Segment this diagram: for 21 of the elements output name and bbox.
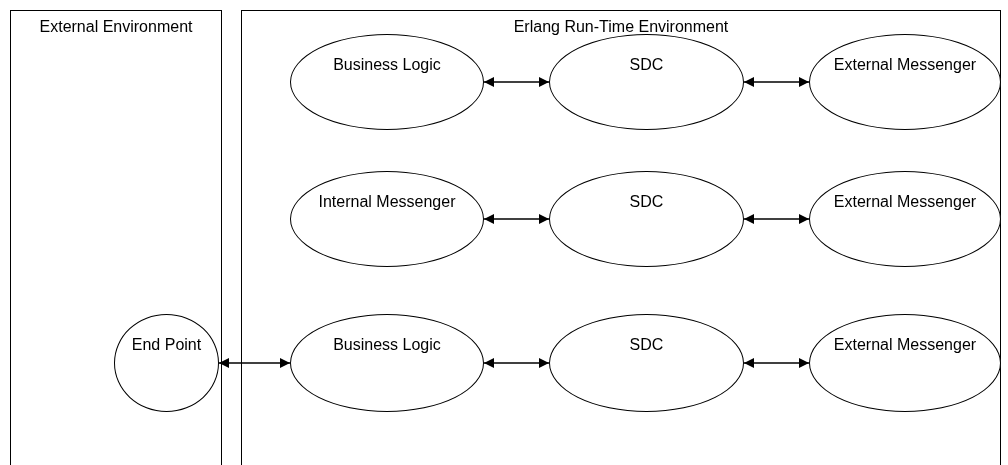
panel-title: Erlang Run-Time Environment — [512, 17, 730, 37]
double-arrow — [743, 214, 810, 224]
node-label: External Messenger — [832, 335, 978, 355]
double-arrow — [743, 358, 810, 368]
node-label: Internal Messenger — [317, 192, 457, 212]
double-arrow — [483, 214, 550, 224]
node-label: Business Logic — [332, 55, 442, 75]
node-label: SDC — [628, 192, 665, 212]
double-arrow — [743, 77, 810, 87]
panel-title: External Environment — [38, 17, 194, 37]
double-arrow — [483, 358, 550, 368]
node-label: External Messenger — [832, 192, 978, 212]
environment-panel — [241, 10, 1001, 465]
double-arrow — [483, 77, 550, 87]
environment-panel — [10, 10, 222, 465]
node-label: External Messenger — [832, 55, 978, 75]
node-label: Business Logic — [332, 335, 442, 355]
node-label: SDC — [628, 55, 665, 75]
double-arrow — [218, 358, 291, 368]
node-label: End Point — [130, 335, 203, 355]
node-label: SDC — [628, 335, 665, 355]
